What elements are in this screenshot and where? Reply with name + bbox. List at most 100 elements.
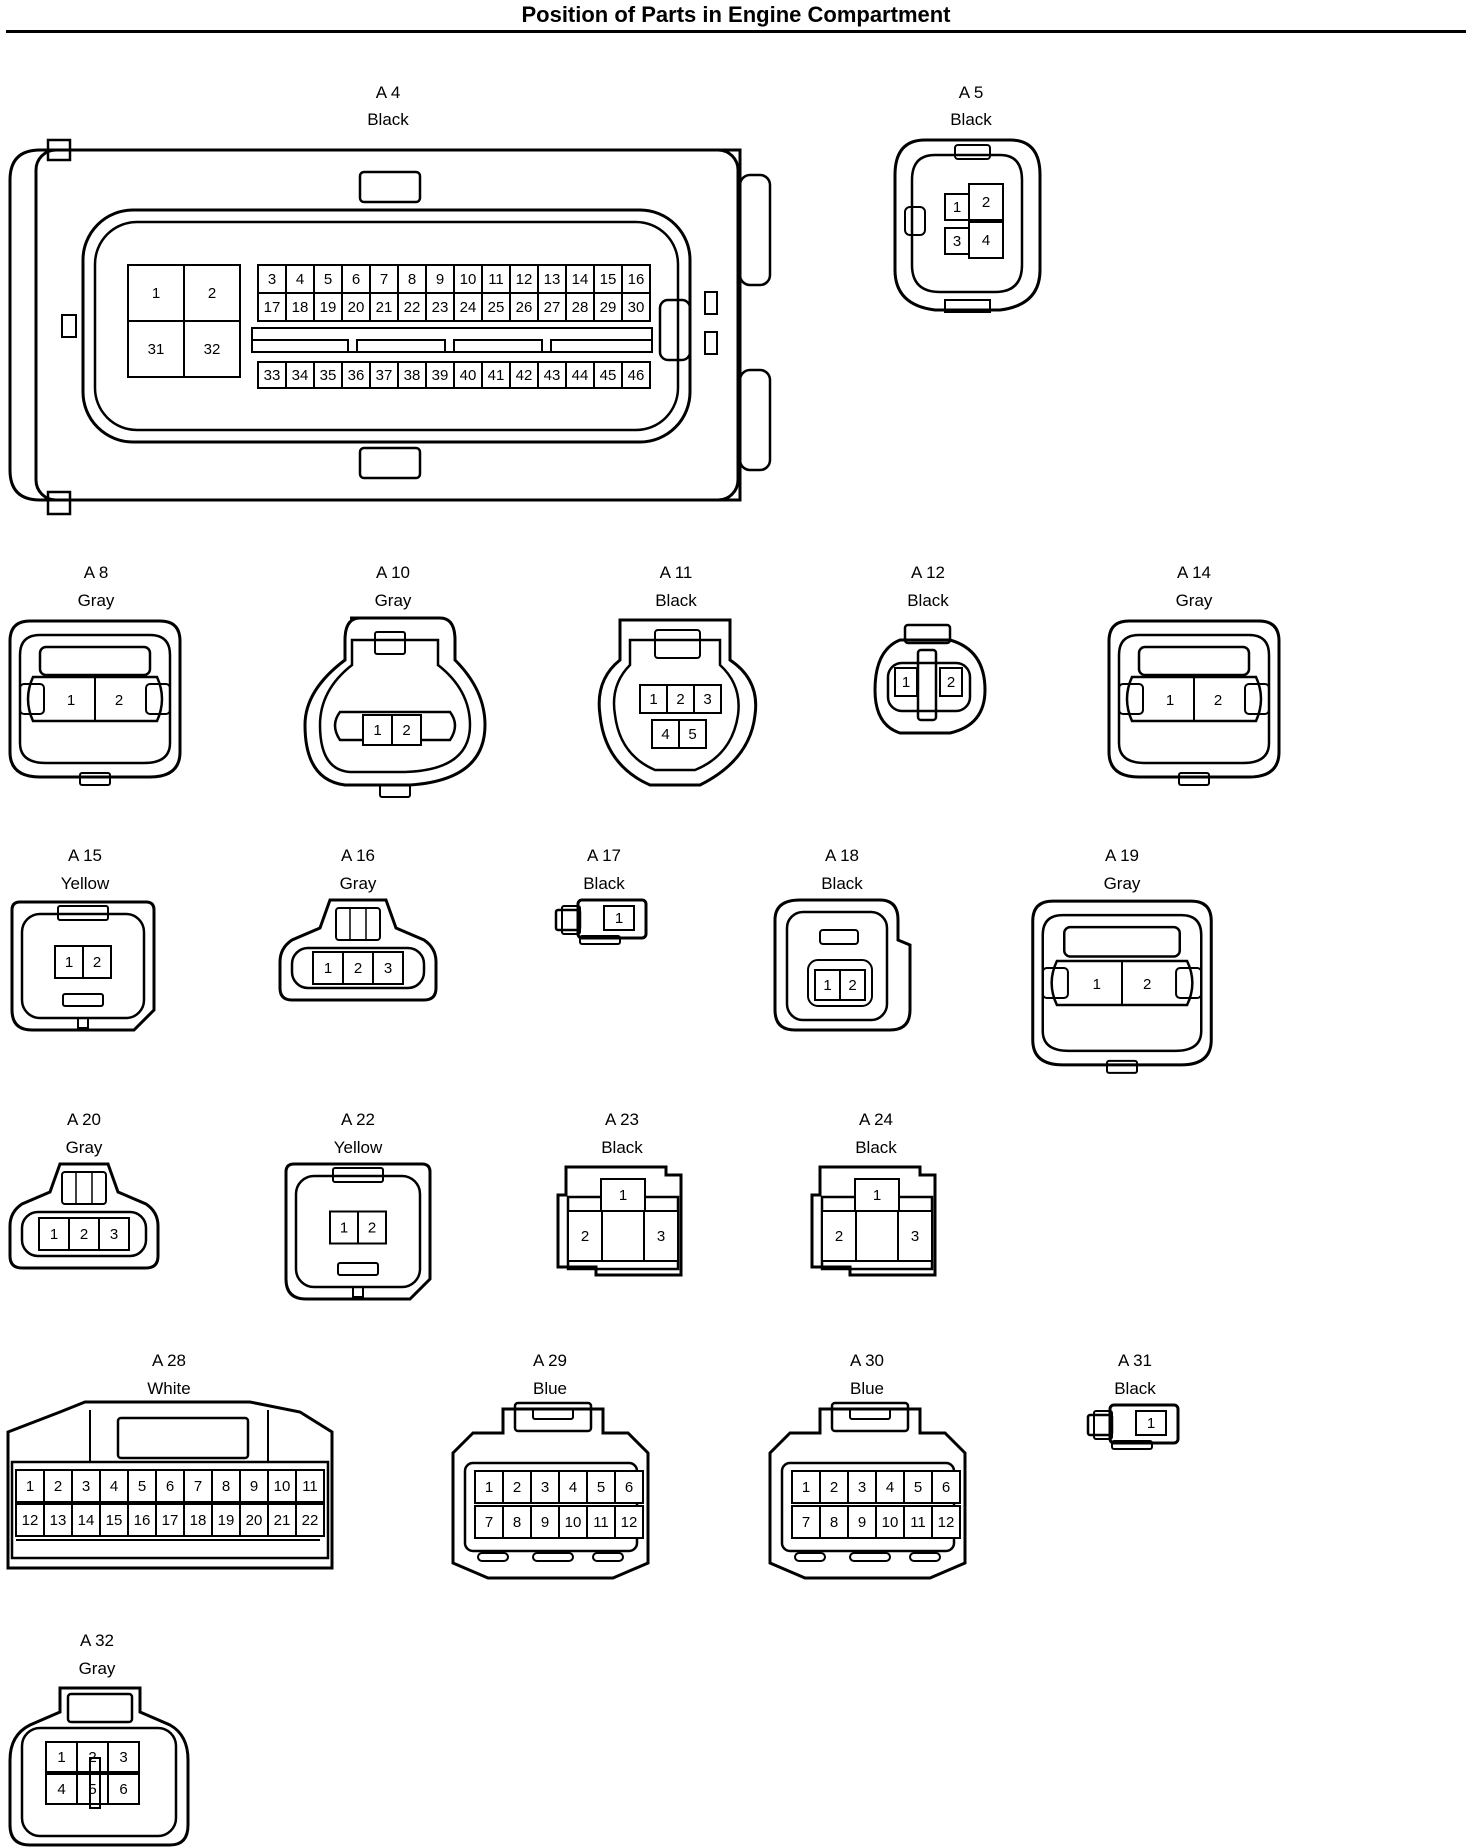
pin-number: 2 bbox=[208, 285, 216, 302]
pin-cavity bbox=[211, 1469, 241, 1503]
connector-a10-color: Gray bbox=[374, 591, 412, 610]
pin-number: 2 bbox=[354, 960, 362, 977]
a10-shroud bbox=[318, 638, 472, 774]
pin-cavity bbox=[257, 361, 287, 389]
pin-cavity bbox=[621, 361, 651, 389]
a32-latch bbox=[66, 1692, 134, 1724]
latch bbox=[57, 905, 109, 921]
connector-a31: 1 bbox=[1086, 1403, 1180, 1450]
pin-number: 6 bbox=[625, 1479, 633, 1496]
pin-cavity bbox=[183, 1503, 213, 1537]
pin-cavity bbox=[968, 183, 1004, 221]
pin-number: 8 bbox=[830, 1514, 838, 1531]
pin-number: 19 bbox=[218, 1512, 235, 1529]
pin-number: 14 bbox=[78, 1512, 95, 1529]
pin-number: 43 bbox=[544, 367, 561, 384]
pin-cavity bbox=[839, 969, 866, 1001]
pin-cavity bbox=[76, 1773, 109, 1805]
pin-number: 2 bbox=[402, 722, 410, 739]
pin-cavity bbox=[565, 361, 595, 389]
connector-a17: 1 bbox=[554, 898, 648, 945]
connector-a8-color: Gray bbox=[77, 591, 115, 610]
a5-side-key bbox=[904, 206, 926, 236]
key-slot bbox=[62, 993, 104, 1007]
pin-cavity bbox=[127, 1503, 157, 1537]
pin-cavity bbox=[397, 264, 427, 294]
pin-cavity bbox=[567, 1210, 603, 1262]
pin-number: 24 bbox=[460, 299, 477, 316]
bottom-tab bbox=[79, 772, 111, 786]
latch-grid bbox=[61, 1171, 107, 1205]
pin-number: 1 bbox=[1147, 1415, 1155, 1432]
center-block bbox=[855, 1210, 899, 1262]
pin-number: 2 bbox=[80, 1226, 88, 1243]
pin-number: 15 bbox=[600, 271, 617, 288]
pin-cavity bbox=[678, 719, 707, 749]
housing-outer bbox=[1107, 619, 1281, 779]
pin-cavity bbox=[183, 264, 241, 322]
side-key-left bbox=[1041, 967, 1069, 999]
housing-outer bbox=[284, 1162, 432, 1301]
latch-grid bbox=[335, 907, 381, 941]
a5-latch bbox=[954, 144, 991, 160]
pin-number: 12 bbox=[938, 1514, 955, 1531]
pin-cavity bbox=[54, 945, 84, 979]
pin-cavity bbox=[15, 1469, 45, 1503]
pin-number: 4 bbox=[110, 1478, 118, 1495]
pin-cavity bbox=[791, 1505, 821, 1539]
pin-cavity bbox=[313, 292, 343, 322]
a12-latch bbox=[903, 623, 952, 645]
pin-number: 6 bbox=[166, 1478, 174, 1495]
housing bbox=[810, 1165, 937, 1277]
pin-number: 1 bbox=[485, 1479, 493, 1496]
pin-number: 4 bbox=[886, 1479, 894, 1496]
pin-number: 22 bbox=[404, 299, 421, 316]
pin-number: 7 bbox=[485, 1514, 493, 1531]
pin-number: 1 bbox=[373, 722, 381, 739]
pin-number: 2 bbox=[54, 1478, 62, 1495]
pin-number: 2 bbox=[115, 692, 123, 709]
connector-a28-id: A 28 bbox=[151, 1351, 187, 1370]
pin-number: 7 bbox=[802, 1514, 810, 1531]
pin-number: 2 bbox=[830, 1479, 838, 1496]
pin-cavity bbox=[239, 1469, 269, 1503]
pin-number: 1 bbox=[1093, 976, 1101, 993]
pin-cavity bbox=[68, 1217, 100, 1251]
housing-outer bbox=[8, 1162, 160, 1270]
latch bbox=[513, 1401, 593, 1433]
pin-cavity bbox=[257, 292, 287, 322]
connector-a15-color: Yellow bbox=[60, 874, 110, 893]
pin-number: 25 bbox=[488, 299, 505, 316]
bottom-tab bbox=[352, 1286, 364, 1298]
connector-a12-color: Black bbox=[907, 591, 949, 610]
pin-number: 46 bbox=[628, 367, 645, 384]
bottom-tab bbox=[77, 1017, 89, 1029]
pin-cavity bbox=[1135, 1410, 1167, 1436]
connector-a24-id: A 24 bbox=[858, 1110, 894, 1129]
pin-number: 11 bbox=[910, 1514, 926, 1531]
pin-cavity bbox=[183, 1469, 213, 1503]
pin-number: 5 bbox=[688, 726, 696, 743]
pin-number: 20 bbox=[246, 1512, 263, 1529]
pin-cavity bbox=[342, 951, 374, 985]
pin-number: 5 bbox=[597, 1479, 605, 1496]
pin-cavity bbox=[939, 667, 963, 697]
pin-number: 20 bbox=[348, 299, 365, 316]
pin-number: 10 bbox=[274, 1478, 291, 1495]
connector-a32-color: Gray bbox=[78, 1659, 116, 1678]
pin-number: 6 bbox=[352, 271, 360, 288]
pin-number: 11 bbox=[593, 1514, 609, 1531]
pin-cavity bbox=[897, 1210, 933, 1262]
a32-housing bbox=[8, 1686, 190, 1847]
pin-cavity bbox=[99, 1469, 129, 1503]
connector-a4-color: Black bbox=[367, 110, 409, 129]
latch bbox=[554, 908, 582, 932]
pin-number: 3 bbox=[858, 1479, 866, 1496]
a4-pin-tab-a bbox=[704, 291, 718, 315]
connector-a22-id: A 22 bbox=[340, 1110, 376, 1129]
